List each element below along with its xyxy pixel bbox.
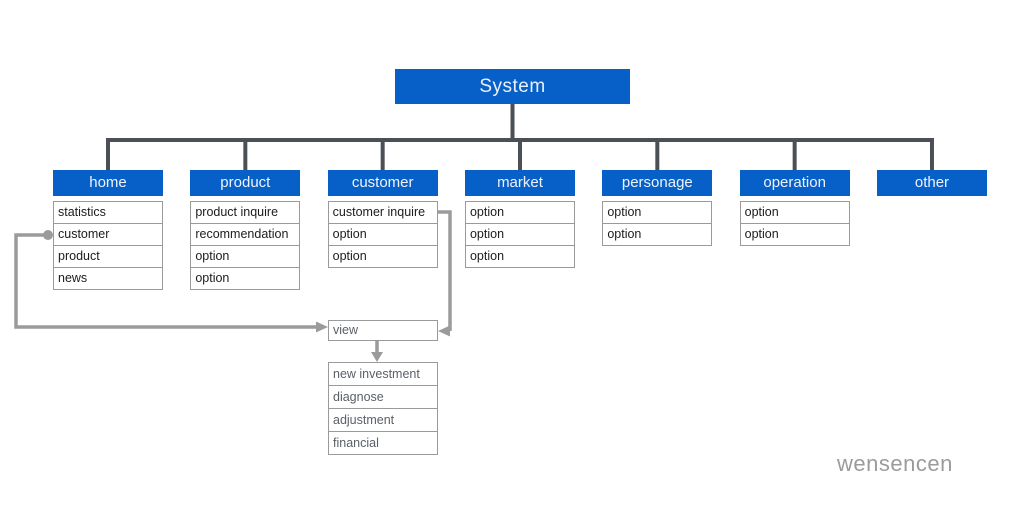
list-item: option xyxy=(739,201,850,224)
link-start-dot xyxy=(43,230,53,240)
node-product: product xyxy=(190,170,301,196)
list-item: financial xyxy=(328,431,438,455)
list-item: option xyxy=(602,223,713,246)
list-item: option xyxy=(464,245,575,268)
list-item: customer xyxy=(53,223,163,246)
node-system: System xyxy=(395,69,630,104)
arrowhead-right-icon xyxy=(316,321,328,333)
list-item: recommendation xyxy=(190,223,301,246)
node-personage: personage xyxy=(602,170,713,196)
list-item: news xyxy=(53,267,163,290)
node-market: market xyxy=(464,170,575,196)
list-item: option xyxy=(190,267,301,290)
node-operation: operation xyxy=(739,170,850,196)
list-item: option xyxy=(190,245,301,268)
node-other: other xyxy=(876,170,987,196)
node-home: home xyxy=(53,170,163,196)
list-item: new investment xyxy=(328,362,438,386)
list-item: customer inquire xyxy=(327,201,438,224)
list-item: option xyxy=(464,223,575,246)
node-view: view xyxy=(328,320,438,341)
list-item: diagnose xyxy=(328,385,438,409)
arrowhead-down-icon xyxy=(371,352,383,362)
list-item: option xyxy=(602,201,713,224)
arrowhead-left-icon xyxy=(438,325,450,337)
list-item: option xyxy=(327,245,438,268)
list-item: option xyxy=(739,223,850,246)
node-customer: customer xyxy=(327,170,438,196)
list-item: option xyxy=(464,201,575,224)
list-item: option xyxy=(327,223,438,246)
list-item: adjustment xyxy=(328,408,438,432)
list-item: product inquire xyxy=(190,201,301,224)
watermark: wensencen xyxy=(837,451,953,476)
list-item: product xyxy=(53,245,163,268)
list-item: statistics xyxy=(53,201,163,224)
